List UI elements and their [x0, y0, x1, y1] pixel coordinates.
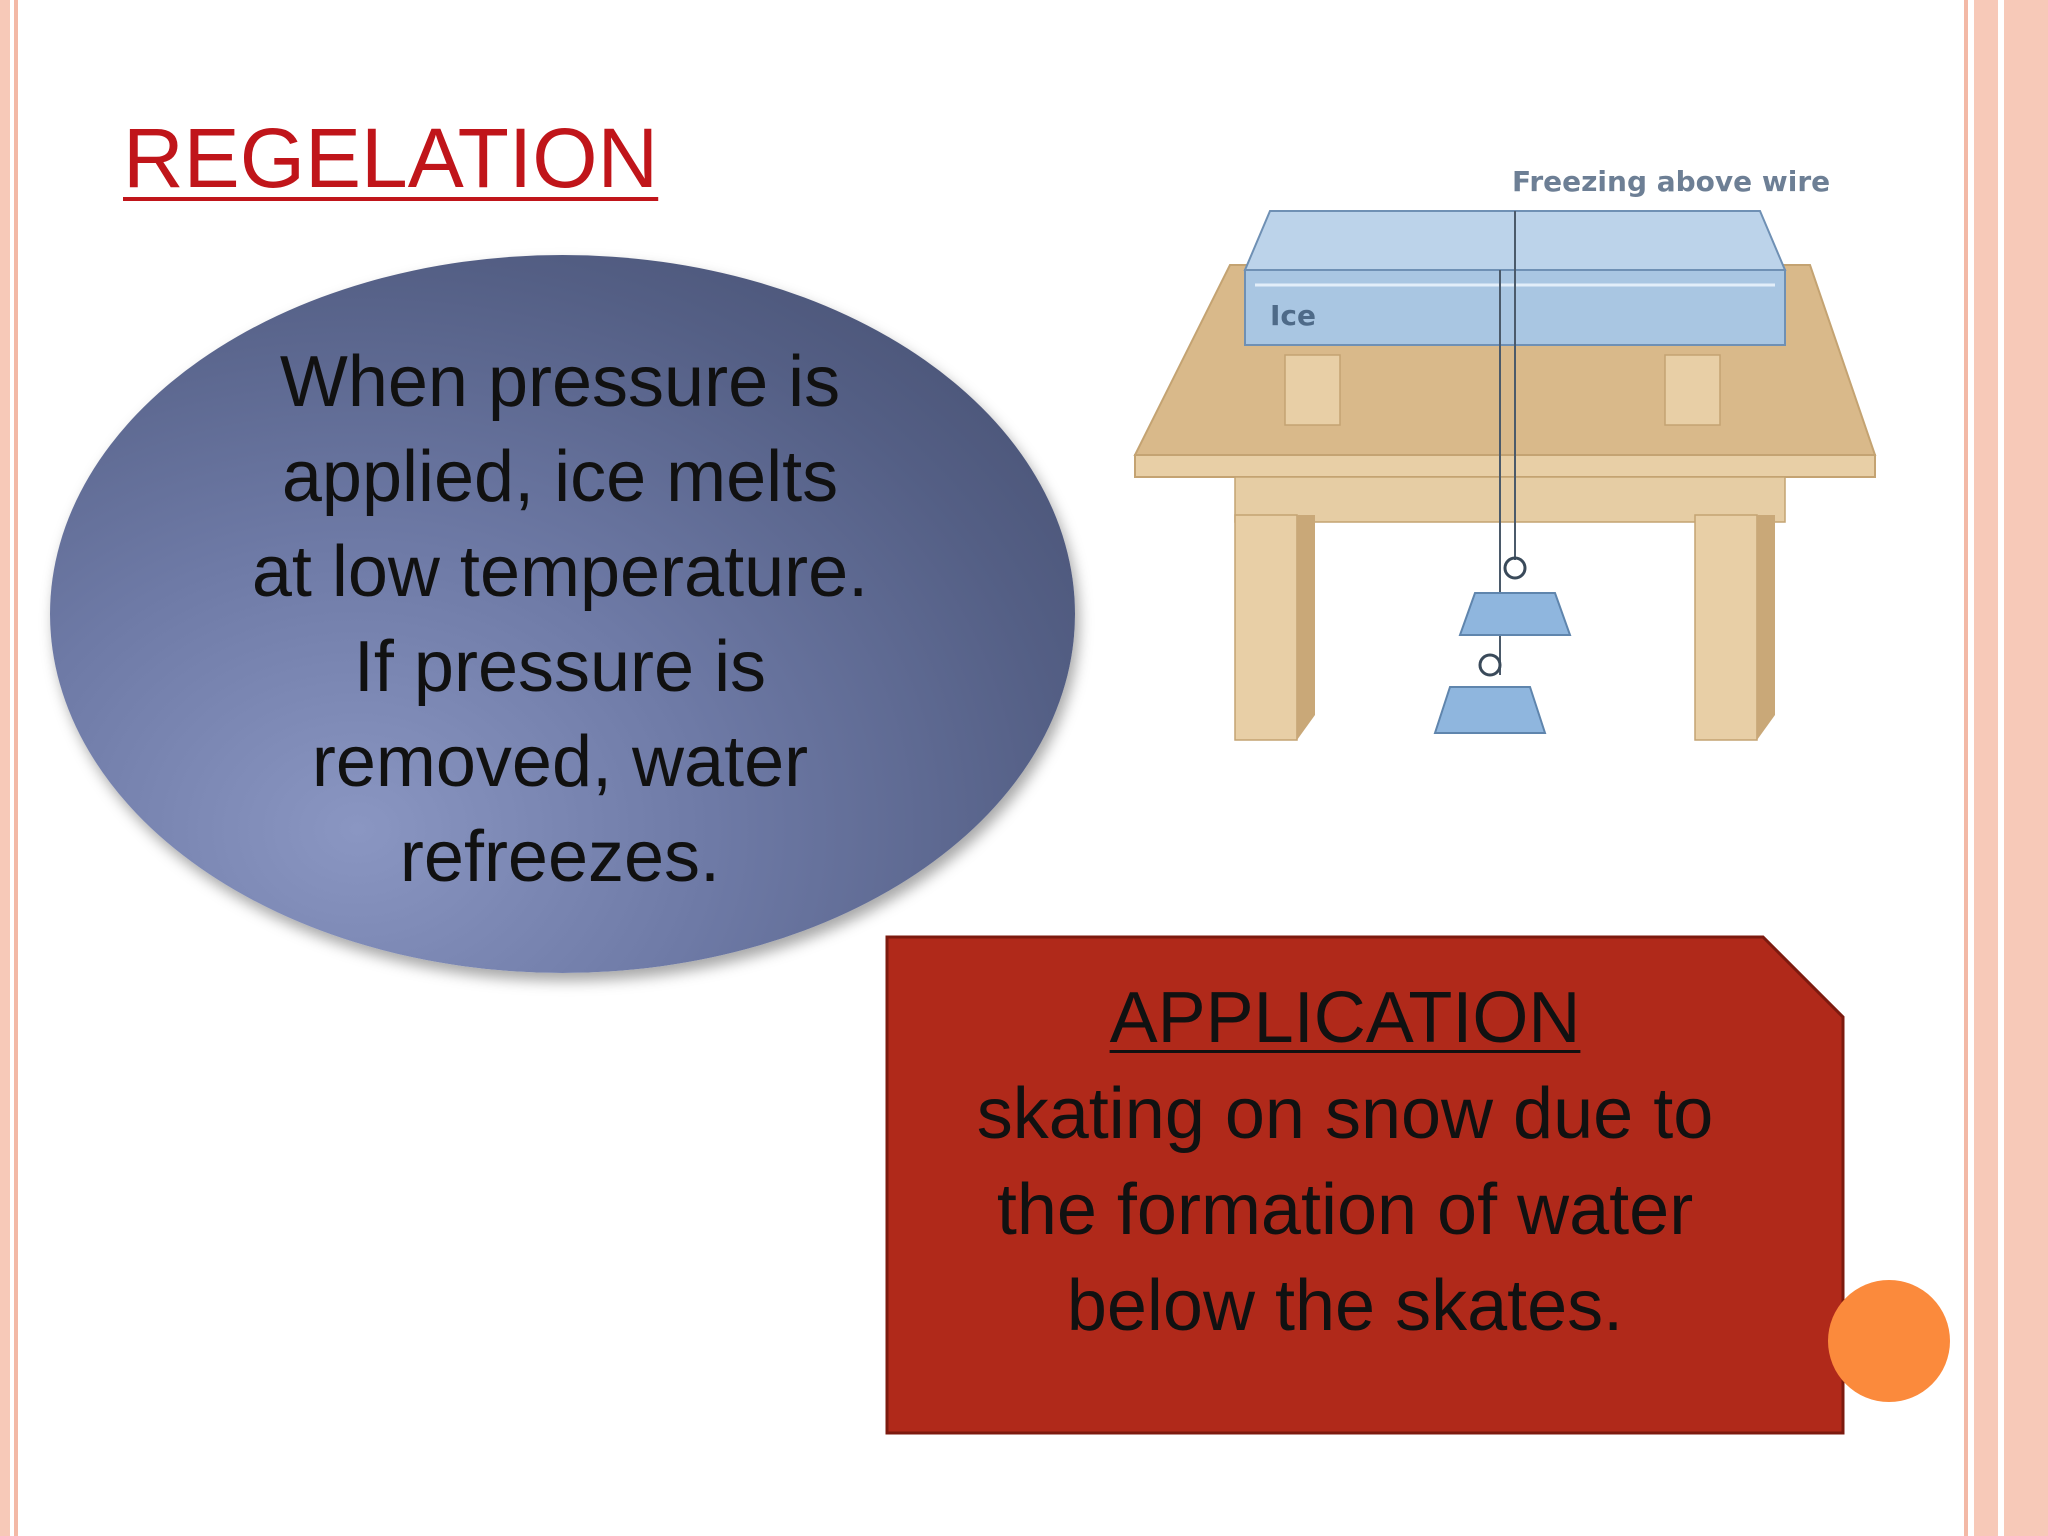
application-box-shape [885, 935, 1845, 1435]
weight-hook-1 [1503, 556, 1527, 580]
definition-line: applied, ice melts [281, 437, 839, 517]
application-heading: APPLICATION [1109, 978, 1581, 1058]
definition-ellipse [50, 255, 1075, 973]
application-line: below the skates. [1066, 1266, 1624, 1346]
definition-line: When pressure is [279, 342, 841, 422]
right-border-decoration [1960, 0, 2048, 1536]
application-text: APPLICATION skating on snow due to the f… [905, 970, 1785, 1354]
weight-1 [1458, 592, 1572, 636]
table-leg-front-right-side [1757, 515, 1775, 740]
table-leg-front-left [1234, 514, 1298, 741]
diagram-label-ice: Ice [1270, 299, 1316, 332]
table-leg-front-left-side [1297, 515, 1315, 740]
diagram-label-freezing: Freezing above wire [1512, 165, 1830, 198]
definition-text: When pressure is applied, ice melts at l… [190, 335, 930, 905]
weight-hook-2 [1478, 653, 1502, 677]
regelation-diagram: Freezing above wire Ice [1133, 165, 1877, 741]
definition-line: If pressure is [353, 627, 767, 707]
table-apron [1234, 476, 1786, 523]
ice-support-left [1284, 354, 1341, 426]
table-leg-front-right [1694, 514, 1758, 741]
weight-2 [1433, 686, 1547, 734]
application-box [885, 935, 1845, 1435]
left-border-decoration [0, 0, 28, 1536]
table-edge [1134, 454, 1876, 478]
accent-circle [1828, 1280, 1950, 1402]
application-line: skating on snow due to [976, 1074, 1714, 1154]
definition-line: removed, water [311, 722, 809, 802]
definition-line: at low temperature. [251, 532, 869, 612]
application-line: the formation of water [996, 1170, 1694, 1250]
definition-line: refreezes. [399, 817, 721, 897]
ice-support-right [1664, 354, 1721, 426]
slide-title: REGELATION [123, 111, 659, 205]
